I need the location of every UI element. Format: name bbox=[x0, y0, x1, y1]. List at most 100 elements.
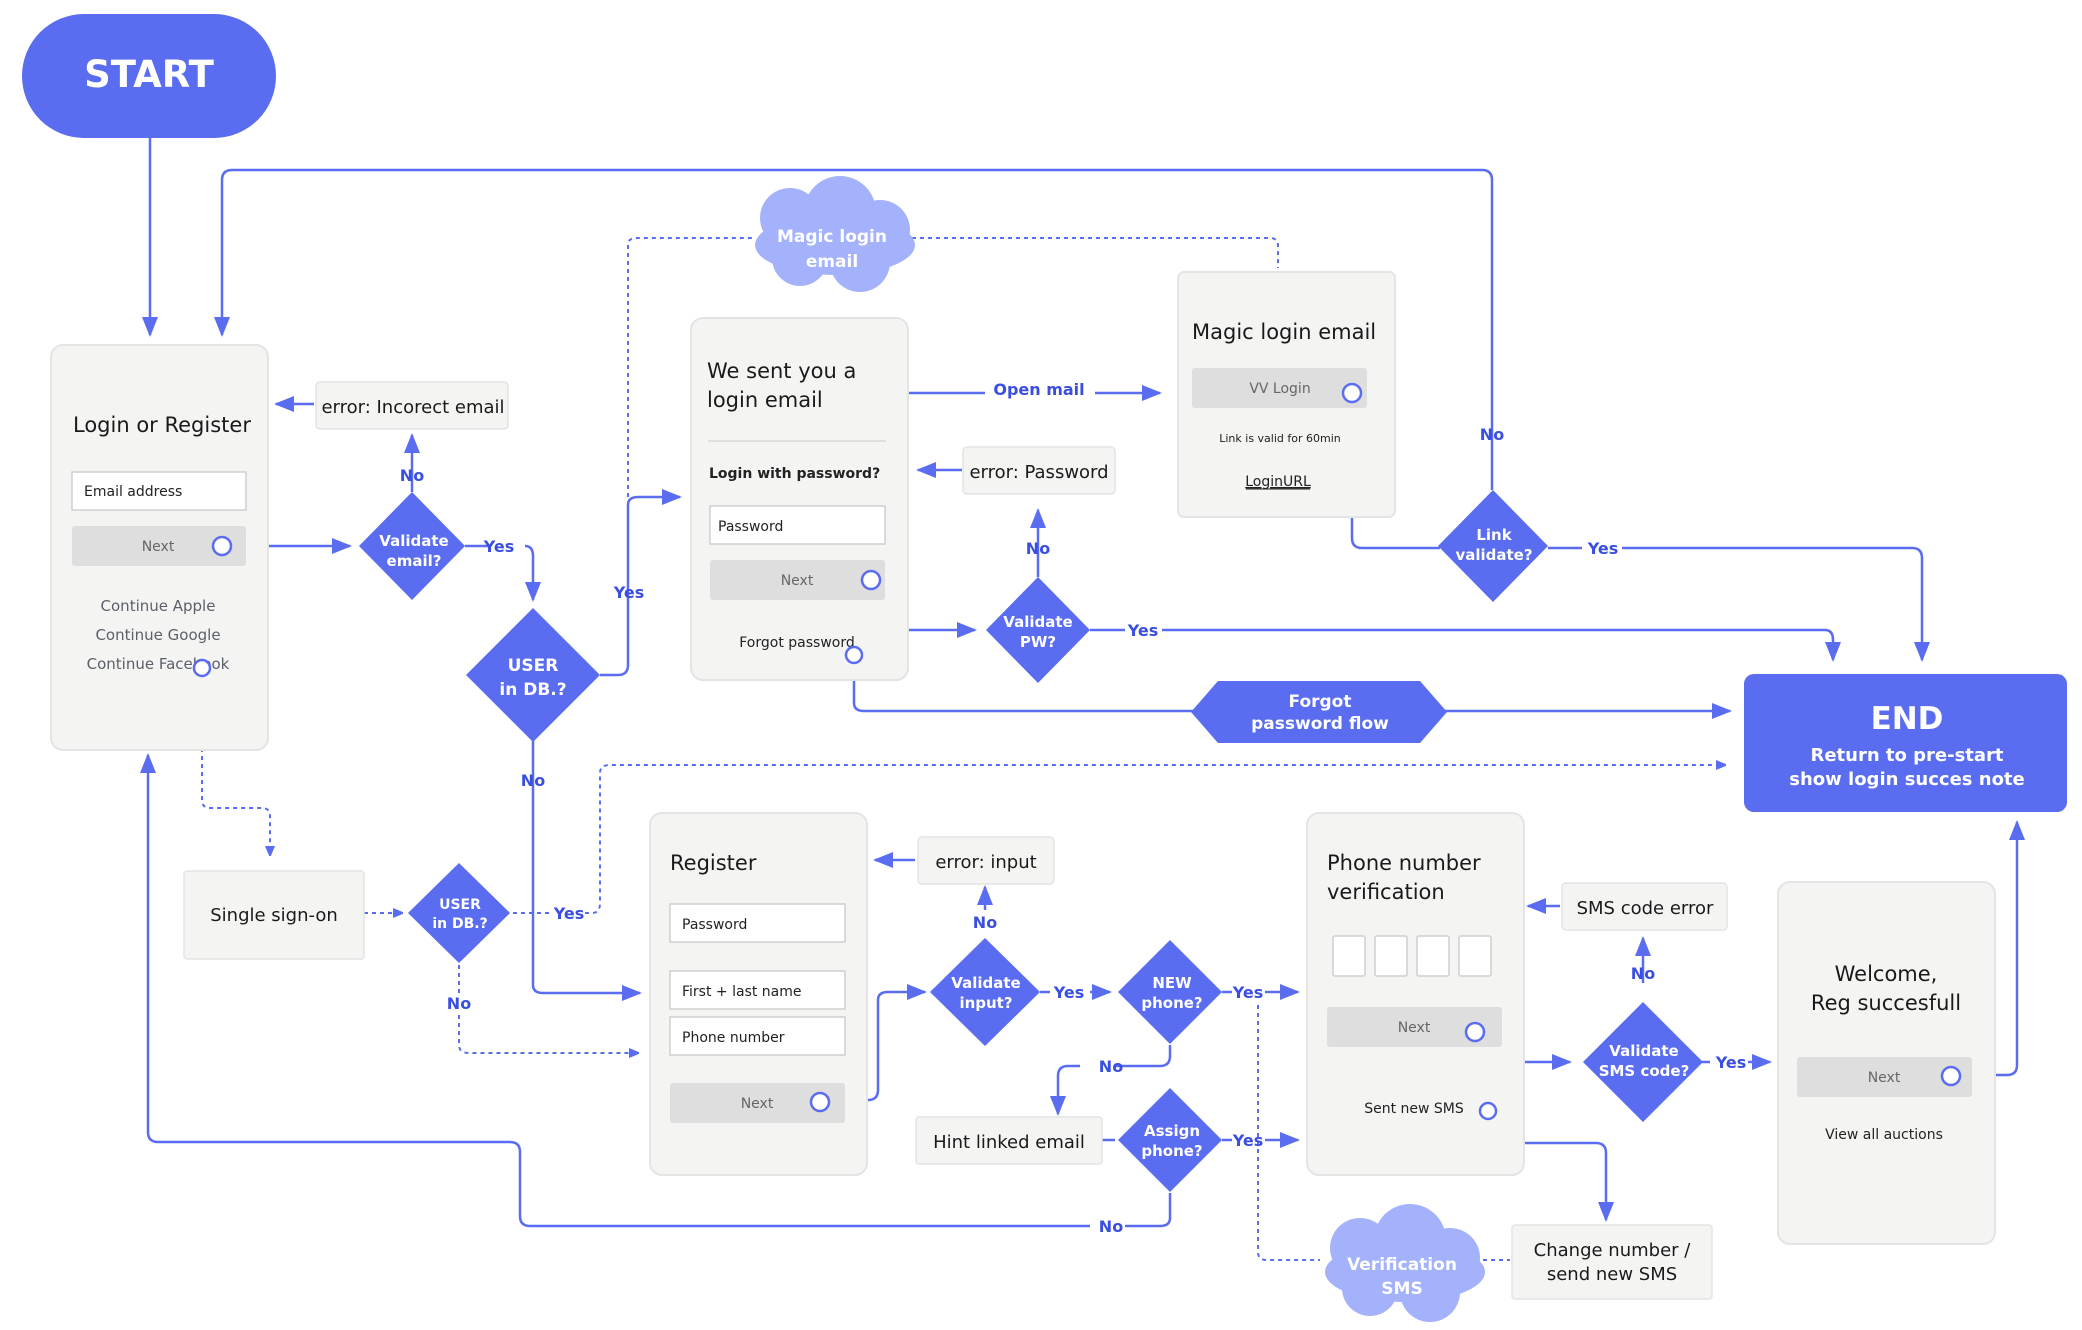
code-digit-2[interactable] bbox=[1374, 935, 1408, 977]
cloud-magic-login: Magic login email bbox=[755, 176, 915, 292]
register-next-port bbox=[809, 1091, 831, 1113]
sent-new-sms-link[interactable]: Sent new SMS bbox=[1364, 1101, 1464, 1117]
forgot-password-link[interactable]: Forgot password bbox=[739, 635, 855, 651]
edge-link-yes-b bbox=[1622, 546, 1930, 662]
welcome-next-button[interactable] bbox=[1797, 1057, 1972, 1097]
user-db-line1: USER bbox=[508, 656, 559, 676]
label-input-no: No bbox=[973, 913, 997, 932]
error-input: error: input bbox=[917, 836, 1055, 885]
continue-apple-link[interactable]: Continue Apple bbox=[101, 597, 216, 615]
validate-input-line2: input? bbox=[959, 994, 1012, 1012]
phone-verification-screen: Phone number verification Next Sent new … bbox=[1306, 812, 1525, 1176]
view-all-auctions-link[interactable]: View all auctions bbox=[1825, 1127, 1943, 1143]
forgot-flow-line1: Forgot bbox=[1289, 692, 1352, 712]
hint-email-label: Hint linked email bbox=[933, 1132, 1085, 1153]
decision-validate-input: Validate input? bbox=[930, 938, 1040, 1046]
cloud-magic-line1: Magic login bbox=[777, 227, 887, 247]
edge-facebook-sso bbox=[201, 668, 270, 855]
register-screen: Register Password First + last name Phon… bbox=[649, 812, 868, 1176]
change-number-line1: Change number / bbox=[1534, 1240, 1692, 1261]
edge-magic-link bbox=[1350, 393, 1440, 550]
link-valid-note: Link is valid for 60min bbox=[1219, 432, 1341, 445]
continue-google-link[interactable]: Continue Google bbox=[95, 626, 220, 644]
register-title: Register bbox=[670, 851, 757, 875]
cloud-verification-sms: Verification SMS bbox=[1325, 1204, 1485, 1322]
code-digit-4[interactable] bbox=[1458, 935, 1492, 977]
validate-pw-line2: PW? bbox=[1020, 633, 1056, 651]
register-phone-field[interactable] bbox=[669, 1016, 846, 1056]
edge-userdb-no bbox=[531, 738, 642, 1001]
phone-verif-title-2: verification bbox=[1327, 880, 1445, 904]
end-title: END bbox=[1871, 701, 1944, 737]
welcome-title-1: Welcome, bbox=[1835, 962, 1938, 986]
connectors bbox=[140, 138, 2025, 1261]
resend-port bbox=[1478, 1101, 1498, 1121]
code-digit-3[interactable] bbox=[1416, 935, 1450, 977]
vv-login-port bbox=[1341, 382, 1363, 404]
login-with-password: Login with password? bbox=[709, 466, 880, 482]
login-next-port bbox=[211, 535, 233, 557]
label-input-yes: Yes bbox=[1053, 983, 1085, 1002]
label-sso-yes: Yes bbox=[553, 904, 585, 923]
password-next-button[interactable] bbox=[710, 560, 885, 600]
label-userdb-no: No bbox=[521, 771, 545, 790]
register-next-label: Next bbox=[741, 1096, 774, 1112]
end-line1: Return to pre-start bbox=[1810, 745, 2003, 766]
code-digit-1[interactable] bbox=[1332, 935, 1366, 977]
hint-email-node: Hint linked email bbox=[915, 1116, 1103, 1165]
error-password: error: Password bbox=[962, 446, 1116, 495]
register-password-placeholder: Password bbox=[682, 917, 747, 933]
edge-cloud-right bbox=[912, 237, 1279, 268]
edge-link-no-login bbox=[214, 168, 1494, 490]
label-email-yes: Yes bbox=[483, 537, 515, 556]
email-field[interactable] bbox=[71, 471, 247, 511]
we-sent-title-1: We sent you a bbox=[707, 359, 856, 383]
we-sent-screen: We sent you a login email Login with pas… bbox=[690, 317, 909, 681]
end-line2: show login succes note bbox=[1789, 769, 2025, 790]
vv-login-button[interactable] bbox=[1192, 368, 1367, 408]
welcome-next-label: Next bbox=[1868, 1070, 1901, 1086]
password-field[interactable] bbox=[709, 505, 886, 545]
login-next-button[interactable] bbox=[72, 526, 246, 566]
decision-link-validate: Link validate? bbox=[1438, 490, 1548, 602]
validate-sms-line1: Validate bbox=[1609, 1042, 1678, 1060]
error-password-label: error: Password bbox=[969, 462, 1108, 483]
password-placeholder: Password bbox=[718, 519, 783, 535]
label-open-mail: Open mail bbox=[993, 380, 1084, 399]
forgot-port bbox=[844, 645, 864, 665]
cloud-magic-line2: email bbox=[806, 252, 858, 272]
decision-new-phone: NEW phone? bbox=[1118, 940, 1222, 1044]
change-number-line2: send new SMS bbox=[1547, 1264, 1677, 1285]
user-db-sso-line2: in DB.? bbox=[432, 916, 487, 932]
welcome-screen: Welcome, Reg succesfull Next View all au… bbox=[1777, 881, 1996, 1245]
edge-forgot-a bbox=[852, 655, 1195, 713]
label-email-no: No bbox=[400, 466, 424, 485]
label-assign-no: No bbox=[1099, 1217, 1123, 1236]
change-number-node: Change number / send new SMS bbox=[1511, 1224, 1713, 1300]
label-pw-yes: Yes bbox=[1127, 621, 1159, 640]
forgot-password-flow: Forgot password flow bbox=[1191, 681, 1447, 743]
magic-email-screen: Magic login email VV Login Link is valid… bbox=[1177, 271, 1396, 518]
login-url-link[interactable]: LoginURL bbox=[1245, 474, 1311, 490]
edge-newphone-no-b bbox=[1050, 1064, 1080, 1116]
forgot-flow-line2: password flow bbox=[1251, 714, 1389, 734]
user-db-sso-line1: USER bbox=[439, 897, 481, 913]
start-node: START bbox=[22, 14, 276, 138]
validate-input-line1: Validate bbox=[951, 974, 1020, 992]
register-name-field[interactable] bbox=[669, 970, 846, 1010]
edge-verif-cloud-left bbox=[1257, 1005, 1320, 1261]
cloud-verif-line2: SMS bbox=[1381, 1279, 1422, 1299]
register-next-button[interactable] bbox=[670, 1083, 845, 1123]
decision-validate-email: Validate email? bbox=[359, 492, 465, 600]
edge-reg-next bbox=[820, 984, 927, 1102]
decision-user-db: USER in DB.? bbox=[466, 608, 600, 742]
phone-verif-next-label: Next bbox=[1398, 1020, 1431, 1036]
register-password-field[interactable] bbox=[669, 903, 846, 943]
edge-labels: No Yes Yes No Open mail No Yes No Yes Ye… bbox=[400, 380, 1746, 1236]
decision-assign-phone: Assign phone? bbox=[1118, 1088, 1222, 1192]
decision-user-db-sso: USER in DB.? bbox=[408, 863, 510, 963]
phone-verif-next-port bbox=[1464, 1021, 1486, 1043]
validate-email-line1: Validate bbox=[379, 532, 448, 550]
phone-verif-next-button[interactable] bbox=[1327, 1007, 1502, 1047]
